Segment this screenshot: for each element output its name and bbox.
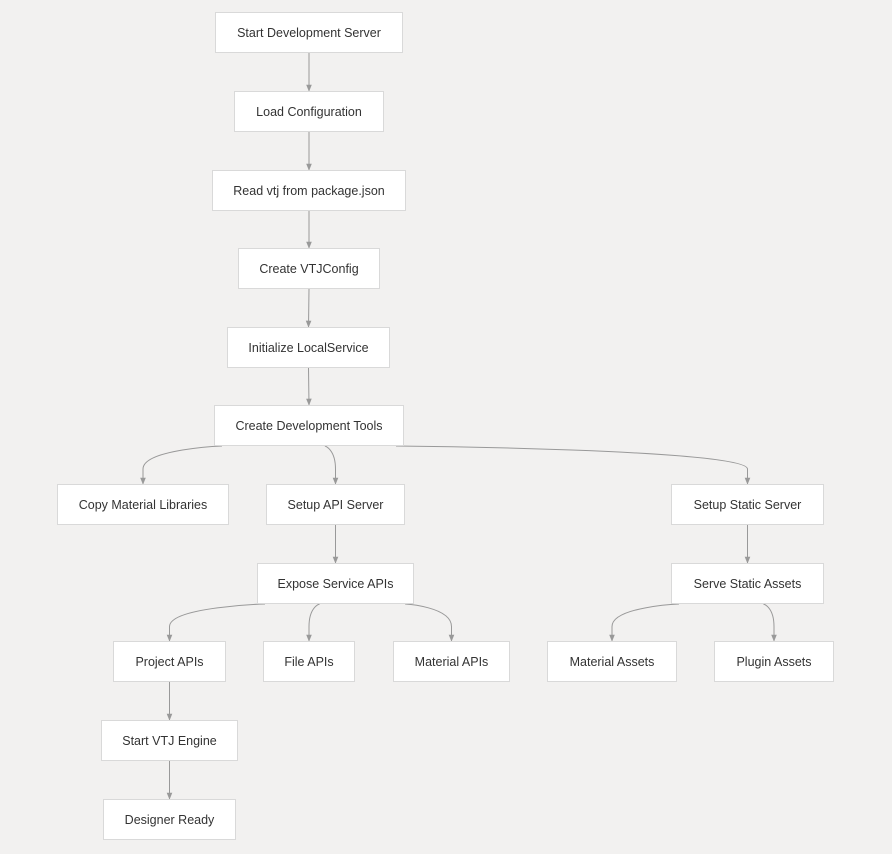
edge-serve_static_assets-to-material_assets xyxy=(609,603,680,642)
node-start-dev-server: Start Development Server xyxy=(215,12,403,53)
node-serve-static-assets: Serve Static Assets xyxy=(671,563,824,604)
edge-expose_service_apis-to-file_apis xyxy=(306,603,320,642)
node-create-vtjconfig: Create VTJConfig xyxy=(238,248,380,289)
node-designer-ready: Designer Ready xyxy=(103,799,236,840)
node-create-dev-tools: Create Development Tools xyxy=(214,405,404,446)
edge-create_dev_tools-to-copy_material_libs xyxy=(140,445,223,485)
node-material-assets: Material Assets xyxy=(547,641,677,682)
node-load-config: Load Configuration xyxy=(234,91,384,132)
node-material-apis: Material APIs xyxy=(393,641,510,682)
node-setup-static-server: Setup Static Server xyxy=(671,484,824,525)
edge-create_vtjconfig-to-init_localservice xyxy=(305,288,312,328)
node-file-apis: File APIs xyxy=(263,641,355,682)
edge-expose_service_apis-to-project_apis xyxy=(166,603,266,642)
node-start-vtj-engine: Start VTJ Engine xyxy=(101,720,238,761)
edge-create_dev_tools-to-setup_static_server xyxy=(395,445,751,485)
edge-init_localservice-to-create_dev_tools xyxy=(306,367,312,406)
node-init-localservice: Initialize LocalService xyxy=(227,327,390,368)
edge-expose_service_apis-to-material_apis xyxy=(405,603,455,642)
node-copy-material-libs: Copy Material Libraries xyxy=(57,484,229,525)
edge-create_dev_tools-to-setup_api_server xyxy=(324,445,339,485)
node-plugin-assets: Plugin Assets xyxy=(714,641,834,682)
node-setup-api-server: Setup API Server xyxy=(266,484,405,525)
node-expose-service-apis: Expose Service APIs xyxy=(257,563,414,604)
node-project-apis: Project APIs xyxy=(113,641,226,682)
node-read-vtj: Read vtj from package.json xyxy=(212,170,406,211)
edge-serve_static_assets-to-plugin_assets xyxy=(763,603,777,642)
